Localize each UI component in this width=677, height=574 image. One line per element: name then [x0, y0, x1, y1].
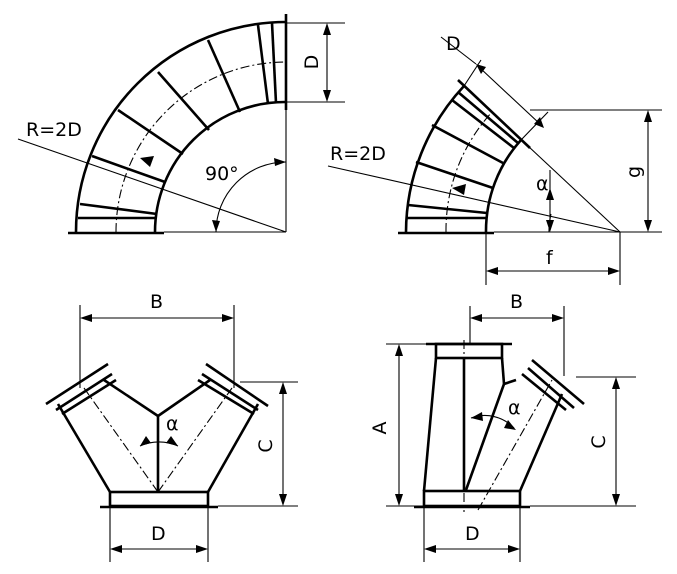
y-branch-side-figure: α A B C D	[369, 291, 636, 562]
elbow-90-d-label: D	[301, 55, 323, 70]
elbow-angle-segment-joints	[407, 91, 519, 220]
elbow-angle-radius-label: R=2D	[330, 143, 386, 165]
elbow-angle-radius-line	[327, 165, 621, 233]
y-side-alpha-label: α	[508, 397, 521, 419]
y-side-a-label: A	[369, 422, 391, 435]
elbow-angle-figure: D R=2D α g f	[327, 33, 662, 285]
y-sym-alpha-label: α	[166, 413, 179, 435]
elbow-90-radius-line	[17, 138, 287, 233]
y-sym-trunk-collar	[108, 490, 210, 508]
elbow-90-angle-arc	[215, 161, 287, 233]
elbow-90-angle-label: 90°	[205, 163, 239, 185]
y-side-b-label: B	[510, 291, 523, 313]
y-sym-right-flange	[205, 362, 269, 408]
elbow-angle-g-label: g	[623, 166, 645, 178]
y-side-c-label: C	[588, 435, 610, 448]
elbow-90-figure: D R=2D 90°	[17, 14, 345, 235]
y-side-trunk-collar	[422, 489, 522, 508]
y-sym-left-flange	[45, 362, 109, 406]
elbow-90-outer-wall	[74, 20, 287, 233]
y-sym-b-label: B	[150, 291, 163, 313]
elbow-90-segment-joints	[78, 22, 278, 220]
y-sym-c-label: C	[255, 439, 277, 452]
elbow-90-inner-wall	[153, 100, 287, 233]
y-side-top-collar	[434, 342, 504, 360]
y-side-branch-flange	[531, 359, 585, 405]
elbow-90-centerline	[115, 61, 287, 233]
y-branch-symmetric-figure: α B C D	[45, 291, 298, 562]
elbow-angle-alpha-label: α	[536, 173, 549, 195]
elbow-angle-d-dimension-line	[479, 67, 541, 125]
y-sym-d-label: D	[151, 523, 166, 545]
elbow-angle-d-label: D	[446, 33, 461, 55]
elbow-angle-top-flange	[457, 79, 531, 149]
elbow-angle-f-label: f	[546, 247, 554, 269]
elbow-angle-inner-wall	[484, 139, 522, 233]
y-side-d-label: D	[465, 523, 480, 545]
elbow-90-radius-label: R=2D	[26, 119, 82, 141]
